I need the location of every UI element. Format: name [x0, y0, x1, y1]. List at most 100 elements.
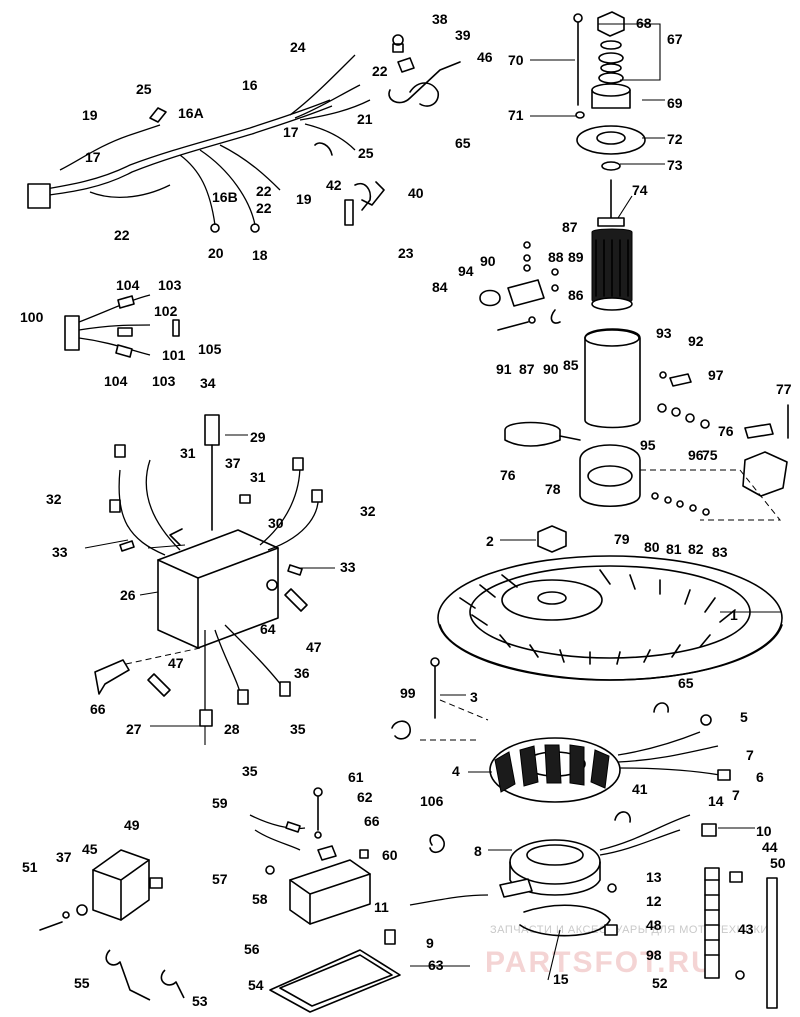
callout-58: 58	[252, 891, 268, 907]
callout-97: 97	[708, 367, 724, 383]
callout-31-b: 31	[250, 469, 266, 485]
callout-14: 14	[708, 793, 724, 809]
callout-38: 38	[432, 11, 448, 27]
callout-47-b: 47	[168, 655, 184, 671]
callout-23: 23	[398, 245, 414, 261]
flywheel-assembly	[437, 525, 783, 681]
callout-1: 1	[730, 607, 738, 623]
callout-10: 10	[756, 823, 772, 839]
callout-95: 95	[640, 437, 656, 453]
callout-19-b: 19	[296, 191, 312, 207]
callout-18: 18	[252, 247, 268, 263]
callout-28: 28	[224, 721, 240, 737]
wiring-harness	[27, 54, 371, 233]
callout-45: 45	[82, 841, 98, 857]
callout-89: 89	[568, 249, 584, 265]
callout-67: 67	[667, 31, 683, 47]
callout-24: 24	[290, 39, 306, 55]
callout-65-b: 65	[678, 675, 694, 691]
callout-98: 98	[646, 947, 662, 963]
callout-78: 78	[545, 481, 561, 497]
callout-47-a: 47	[306, 639, 322, 655]
callout-54: 54	[248, 977, 264, 993]
callout-105: 105	[198, 341, 222, 357]
callout-39: 39	[455, 27, 471, 43]
callout-36: 36	[294, 665, 310, 681]
callout-83: 83	[712, 544, 728, 560]
callout-42: 42	[326, 177, 342, 193]
callout-90-b: 90	[543, 361, 559, 377]
callout-35-b: 35	[242, 763, 258, 779]
callout-68: 68	[636, 15, 652, 31]
callout-66-a: 66	[90, 701, 106, 717]
callout-65-a: 65	[455, 135, 471, 151]
leader-lines	[84, 23, 782, 981]
callout-72: 72	[667, 131, 683, 147]
callout-15: 15	[553, 971, 569, 987]
rectifier-assembly	[249, 787, 445, 1013]
callout-60: 60	[382, 847, 398, 863]
callout-labels: 38 68 67 39 24 70 46 22 16 25 16A 71 69 …	[20, 11, 792, 1009]
callout-87-b: 87	[519, 361, 535, 377]
callout-9: 9	[426, 935, 434, 951]
callout-106: 106	[420, 793, 444, 809]
callout-55: 55	[74, 975, 90, 991]
ignition-coil-assembly	[39, 849, 396, 1001]
callout-103-b: 103	[152, 373, 176, 389]
callout-37-b: 37	[56, 849, 72, 865]
callout-20: 20	[208, 245, 224, 261]
callout-51: 51	[22, 859, 38, 875]
callout-12: 12	[646, 893, 662, 909]
callout-41: 41	[632, 781, 648, 797]
callout-26: 26	[120, 587, 136, 603]
callout-90-a: 90	[480, 253, 496, 269]
callout-5: 5	[740, 709, 748, 725]
terminal-strip-assembly	[704, 867, 778, 1009]
callout-2: 2	[486, 533, 494, 549]
callout-88: 88	[548, 249, 564, 265]
connector-set	[64, 294, 180, 358]
callout-79: 79	[614, 531, 630, 547]
callout-8: 8	[474, 843, 482, 859]
callout-44: 44	[762, 839, 778, 855]
callout-87-a: 87	[562, 219, 578, 235]
callout-73: 73	[667, 157, 683, 173]
callout-33-a: 33	[52, 544, 68, 560]
callout-22-b: 22	[256, 183, 272, 199]
callout-101: 101	[162, 347, 186, 363]
callout-3: 3	[470, 689, 478, 705]
callout-53: 53	[192, 993, 208, 1009]
callout-63: 63	[428, 957, 444, 973]
callout-32-b: 32	[360, 503, 376, 519]
callout-100: 100	[20, 309, 44, 325]
callout-91: 91	[496, 361, 512, 377]
callout-57: 57	[212, 871, 228, 887]
callout-84: 84	[432, 279, 448, 295]
watermark-text: ЗАПЧАСТИ И АКСЕССУАРЫ ДЛЯ МОТОТЕХНИКИ	[490, 924, 769, 936]
callout-48: 48	[646, 917, 662, 933]
callout-94: 94	[458, 263, 474, 279]
callout-16: 16	[242, 77, 258, 93]
callout-21: 21	[357, 111, 373, 127]
callout-104-b: 104	[104, 373, 128, 389]
callout-69: 69	[667, 95, 683, 111]
callout-74: 74	[632, 182, 648, 198]
callout-4: 4	[452, 763, 460, 779]
callout-96: 96	[688, 447, 704, 463]
callout-22-d: 22	[114, 227, 130, 243]
callout-64: 64	[260, 621, 276, 637]
callout-46: 46	[477, 49, 493, 65]
callout-7-a: 7	[746, 747, 754, 763]
callout-25-b: 25	[358, 145, 374, 161]
callout-25-a: 25	[136, 81, 152, 97]
callout-33-b: 33	[340, 559, 356, 575]
starter-motor-assembly	[479, 11, 789, 521]
callout-7-b: 7	[732, 787, 740, 803]
callout-17-a: 17	[283, 124, 299, 140]
callout-52: 52	[652, 975, 668, 991]
callout-40: 40	[408, 185, 424, 201]
timer-base-assembly	[409, 811, 717, 937]
callout-27: 27	[126, 721, 142, 737]
callout-102: 102	[154, 303, 178, 319]
